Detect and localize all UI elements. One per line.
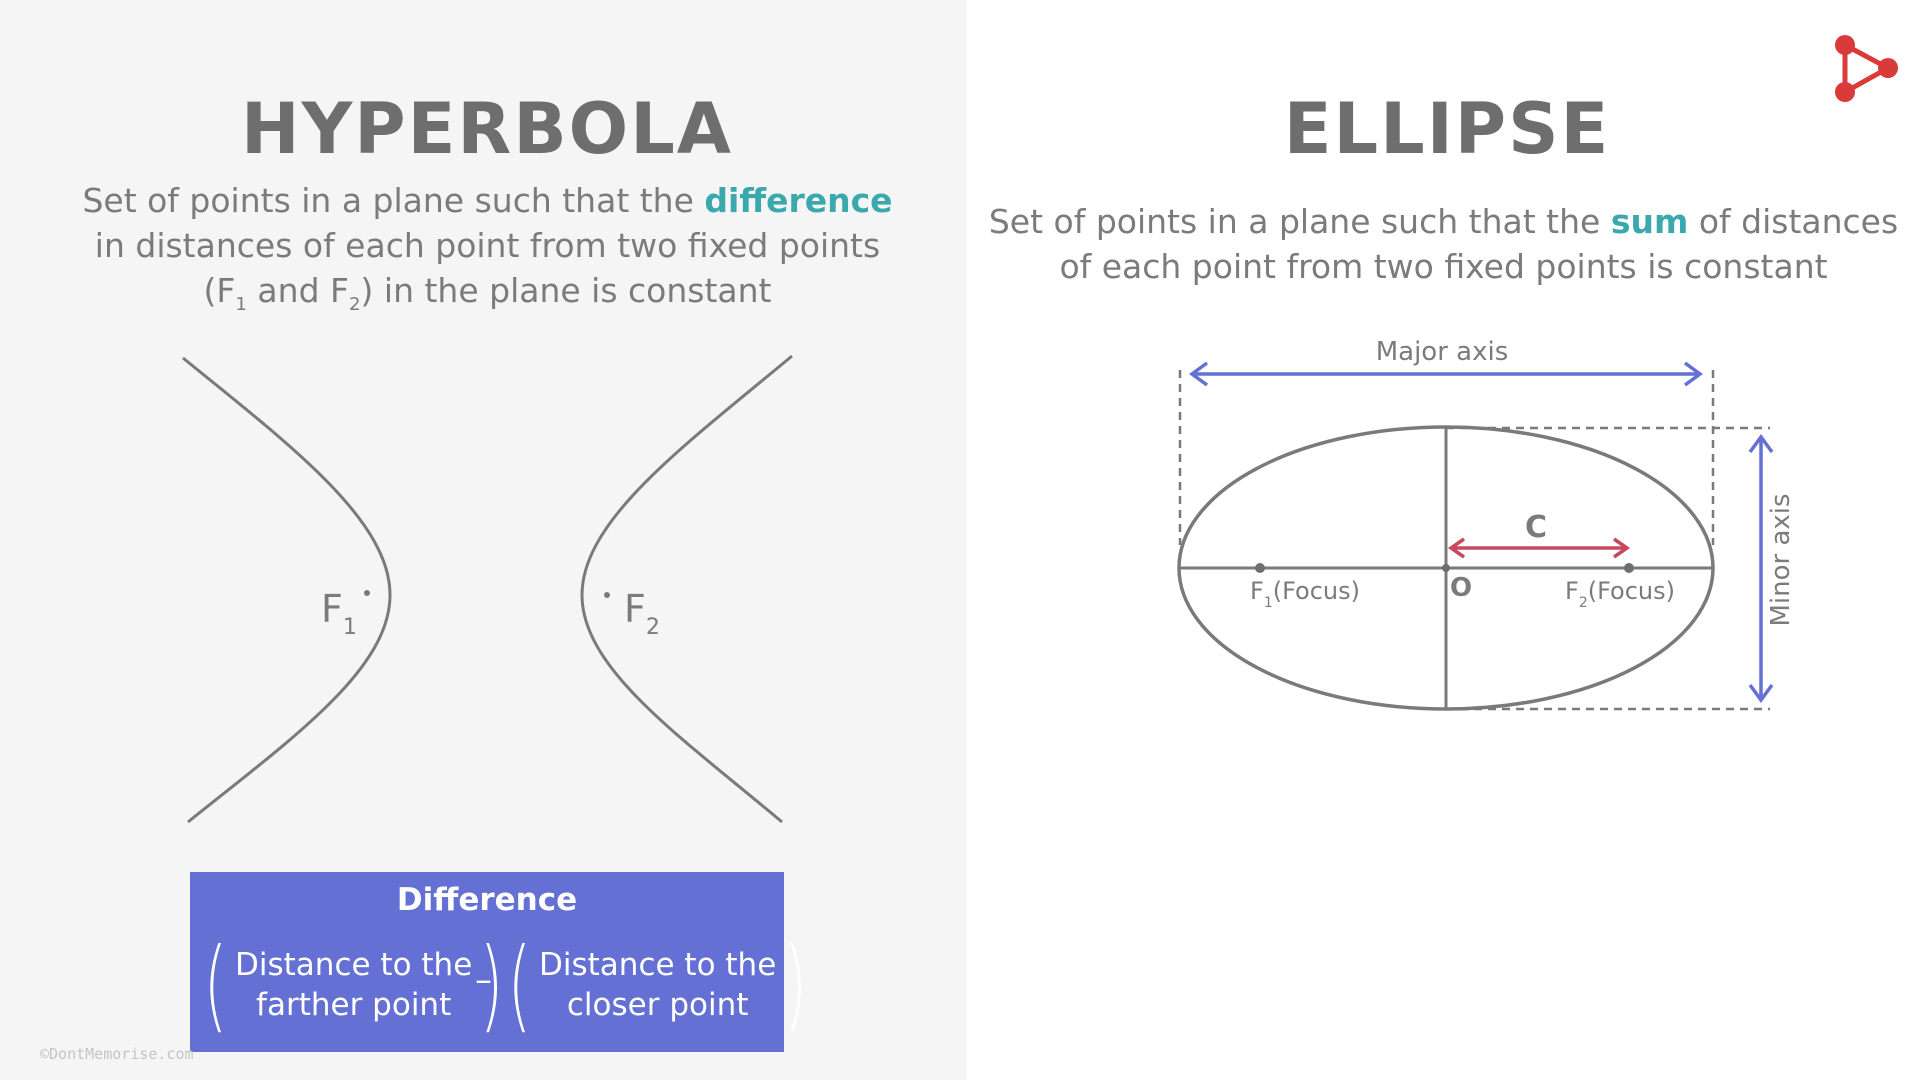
ellipse-description: Set of points in a plane such that the s… (986, 199, 1901, 289)
minor-axis-arrowhead-top (1748, 434, 1774, 454)
left-paren: ( (203, 926, 228, 1043)
hyperbola-left-branch (182, 356, 392, 824)
minor-axis-arrowhead-bottom (1748, 683, 1774, 703)
focus-1-point (364, 590, 370, 596)
focus-2-point (604, 592, 610, 598)
right-paren: ) (784, 926, 808, 1043)
hyperbola-title: HYPERBOLA (241, 88, 733, 170)
formula-term-closer: ( Distance to the closer point ) (500, 930, 815, 1040)
c-arrowhead-left (1447, 537, 1465, 559)
hyperbola-desc-line-3: (F1 and F2) in the plane is constant (203, 271, 772, 316)
ellipse-center-point (1442, 564, 1450, 572)
center-label: O (1450, 573, 1472, 603)
ellipse-focus-1-point (1255, 563, 1265, 573)
hyperbola-focus-1-label: F1 (321, 587, 357, 640)
farther-point-text: Distance to the farther point (235, 947, 473, 1023)
closer-point-text: Distance to the closer point (539, 947, 777, 1023)
hyperbola-description: Set of points in a plane such that the d… (60, 178, 915, 316)
ellipse-focus-2-point (1624, 563, 1634, 573)
major-axis-arrowhead-right (1683, 361, 1703, 387)
ellipse-title: ELLIPSE (1283, 88, 1611, 170)
right-paren: ) (480, 926, 504, 1043)
minus-operator: – (475, 960, 492, 1000)
formula-title: Difference (396, 882, 578, 918)
major-axis-label: Major axis (1376, 337, 1509, 367)
dontmemorise-logo-icon (1835, 35, 1898, 102)
c-label: C (1525, 510, 1547, 545)
hyperbola-desc-line-2: in distances of each point from two fixe… (94, 226, 881, 265)
major-axis-arrowhead-left (1189, 361, 1209, 387)
minor-axis-label: Minor axis (1766, 493, 1796, 626)
sum-highlight: sum (1610, 202, 1689, 241)
formula-term-farther: ( Distance to the farther point ) (196, 930, 511, 1040)
ellipse-focus-2-label: F2(Focus) (1565, 577, 1675, 611)
ellipse-focus-1-label: F1(Focus) (1250, 577, 1360, 611)
left-paren: ( (507, 926, 532, 1043)
ellipse-desc-line-2: of each point from two fixed points is c… (1059, 247, 1828, 286)
difference-highlight: difference (704, 181, 893, 220)
ellipse-desc-line-1: Set of points in a plane such that the s… (988, 202, 1899, 241)
hyperbola-focus-2-label: F2 (624, 587, 660, 640)
hyperbola-desc-line-1: Set of points in a plane such that the d… (82, 181, 893, 220)
c-arrowhead-right (1613, 537, 1631, 559)
hyperbola-right-branch (580, 354, 793, 824)
difference-formula-box: Difference ( Distance to the farther poi… (190, 872, 807, 1052)
watermark: ©DontMemorise.com (40, 1045, 194, 1063)
